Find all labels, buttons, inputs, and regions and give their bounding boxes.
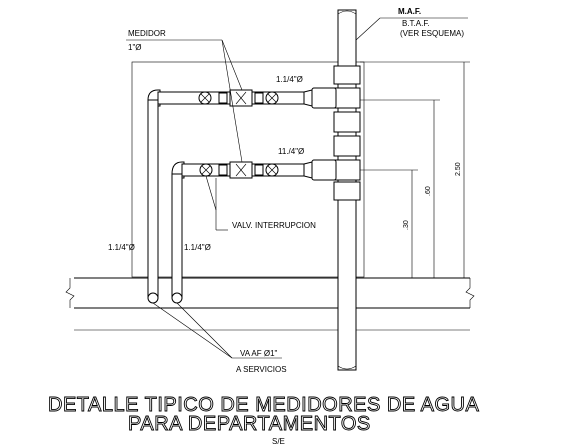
main-riser bbox=[333, 9, 361, 371]
upper-pipe-diameter: 1.1/4"Ø bbox=[276, 75, 303, 84]
dim-30: .30 bbox=[403, 220, 410, 230]
ver-esquema-label: (VER ESQUEMA) bbox=[400, 29, 464, 38]
dimension-lines bbox=[360, 61, 470, 278]
va-af-label: VA AF Ø1" bbox=[240, 349, 278, 358]
medidor-label: MEDIDOR bbox=[128, 29, 166, 38]
outlet-right bbox=[171, 292, 183, 304]
lower-branch bbox=[171, 159, 337, 299]
outlet-left bbox=[147, 292, 159, 304]
middle-pipe-diameter: 11./4"Ø bbox=[278, 147, 304, 156]
btaf-label: B.T.A.F. bbox=[402, 19, 430, 28]
one-inch-label: 1"Ø bbox=[128, 43, 142, 52]
meter-box-outline bbox=[131, 61, 365, 278]
leader-lines bbox=[126, 17, 468, 359]
valv-interrupcion-label: VALV. INTERRUPCION bbox=[232, 221, 316, 230]
dim-250: 2.50 bbox=[455, 162, 462, 176]
maf-label: M.A.F. bbox=[398, 7, 421, 16]
upper-branch bbox=[147, 87, 337, 299]
left-pipe-label-a: 1.1/4"Ø bbox=[108, 243, 135, 252]
floor-slab bbox=[65, 277, 475, 331]
title-line-2: PARA DEPARTAMENTOS bbox=[128, 413, 371, 435]
left-pipe-label-b: 1.1/4"Ø bbox=[184, 243, 211, 252]
a-servicios-label: A SERVICIOS bbox=[236, 365, 287, 374]
title-line-1: DETALLE TIPICO DE MEDIDORES DE AGUA bbox=[48, 394, 479, 416]
scale-label: S/E bbox=[272, 437, 285, 446]
dim-60: .60 bbox=[425, 186, 432, 196]
